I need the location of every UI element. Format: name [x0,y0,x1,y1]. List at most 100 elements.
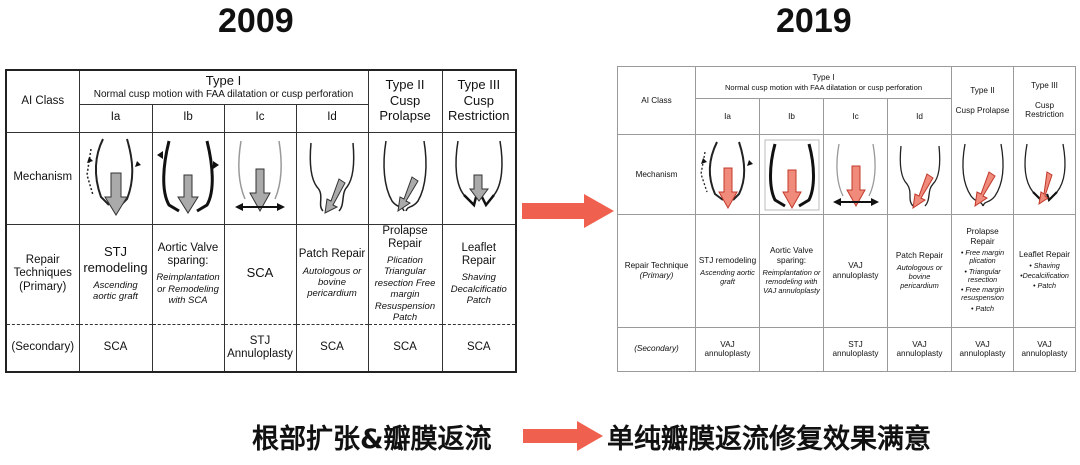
primary-type3-2019-list: • Shaving •Decalcification • Patch [1016,260,1073,291]
type1-header: Type I Normal cusp motion with FAA dilat… [78,69,369,105]
secondary-ib-2019 [759,326,824,373]
primary-ib-2019-detail: Reimplantation or remodeling with VAJ an… [762,268,821,295]
primary-ib-2019-title: Aortic Valve sparing: [769,246,814,266]
type1-title: Type I [205,72,242,88]
year-2009-label: 2009 [218,2,294,40]
primary-type2-2019: Prolapse Repair • Free margin plication … [951,214,1014,328]
primary-type3-title: Leaflet Repair [461,241,497,267]
subtype-ic: Ic [223,103,297,133]
primary-ia-2019-detail: Ascending aortic graft [700,267,755,286]
list-item: • Free margin resuspension [960,285,1005,303]
type3-title-2019: Type III [1031,80,1058,90]
classification-table-2019: AI Class Type I Normal cusp motion with … [617,65,1076,373]
primary-type2-detail: Plication Triangular resection Free marg… [374,255,436,323]
caption-left: 根部扩张&瓣膜返流 [252,424,492,455]
secondary-type3: SCA [441,323,517,373]
mechanism-ia-diagram [85,138,141,216]
primary-ia-detail: Ascending aortic graft [93,279,138,303]
primary-ib-detail: Reimplantation or Remodeling with SCA [156,272,220,306]
type1-title-2019: Type I [812,73,835,83]
primary-ib-2019: Aortic Valve sparing:Reimplantation or r… [759,214,824,328]
mechanism-ib-diagram [157,140,219,214]
primary-id-detail: Autologous or bovine pericardium [302,265,362,300]
primary-ia-title: STJ remodeling [83,244,148,275]
mechanism-ic-2019-diagram [832,143,879,207]
repair-label: Repair Techniques (Primary) [5,223,80,325]
mechanism-ia-2019-diagram [699,141,753,209]
primary-ic-2019: VAJ annuloplasty [823,214,888,328]
secondary-label: (Secondary) [5,323,80,373]
repair-label-2019: Repair Technique (Primary) [617,214,696,328]
subtype-ia-2019: Ia [695,98,760,136]
list-item: •Decalcification [1020,270,1069,280]
primary-id-2019-detail: Autologous or bovine pericardium [896,263,943,290]
primary-type3-detail: Shaving Decalcificatio Patch [450,272,507,306]
year-2019-label: 2019 [776,2,852,40]
mechanism-type3-diagram [455,140,503,208]
primary-type2-2019-list: • Free margin plication • Triangular res… [954,247,1011,313]
type3-title: Type III [457,77,501,93]
caption-arrow-icon [523,421,603,451]
mechanism-label-2019: Mechanism [617,134,696,216]
subtype-ib: Ib [151,103,225,133]
ai-class-header: AI Class [5,69,80,133]
secondary-id-2019: VAJ annuloplasty [887,326,952,373]
primary-id-2019-title: Patch Repair [895,251,944,261]
mechanism-ic-diagram [235,140,285,213]
type3-header: Type III Cusp Restriction [441,69,517,133]
secondary-ia-2019: VAJ annuloplasty [695,326,760,373]
type2-title: Type II [385,77,425,93]
primary-ic-2019-title: VAJ annuloplasty [832,261,879,281]
repair-label-2019-sub: (Primary) [639,271,674,281]
primary-ic: SCA [223,223,297,325]
mechanism-ib-2019-diagram [764,139,819,211]
secondary-type3-2019: VAJ annuloplasty [1013,326,1076,373]
primary-type2-2019-title: Prolapse Repair [966,227,999,247]
mechanism-id-2019 [887,134,952,216]
mechanism-ib-2019 [759,134,824,216]
primary-ic-title: SCA [246,265,274,281]
primary-type2-title: Prolapse Repair [382,224,428,250]
list-item: • Shaving [1029,260,1060,270]
mechanism-label: Mechanism [5,131,80,225]
list-item: • Triangular resection [964,266,1001,284]
secondary-ia: SCA [78,323,153,373]
type3-header-2019: Type III Cusp Restriction [1013,65,1076,136]
subtype-id: Id [295,103,369,133]
mechanism-ic [223,131,297,225]
mechanism-type3-2019 [1013,134,1076,216]
list-item: • Patch [971,303,994,313]
secondary-id: SCA [295,323,369,373]
caption-right: 单纯瓣膜返流修复效果满意 [607,424,931,455]
secondary-ic: STJ Annuloplasty [223,323,297,373]
type1-header-2019: Type I Normal cusp motion with FAA dilat… [695,65,952,100]
mechanism-id-2019-diagram [899,145,940,209]
mechanism-type3 [441,131,517,225]
ai-class-header-2019: AI Class [617,65,696,136]
subtype-ic-2019: Ic [823,98,888,136]
type1-subtitle: Normal cusp motion with FAA dilatation o… [93,89,354,101]
subtype-ib-2019: Ib [759,98,824,136]
mechanism-type2 [367,131,443,225]
type2-subtitle: Cusp Prolapse [379,92,431,123]
mechanism-type2-diagram [383,140,427,213]
mechanism-id [295,131,369,225]
secondary-type2-2019: VAJ annuloplasty [951,326,1014,373]
subtype-id-2019: Id [887,98,952,136]
transition-arrow-icon [522,194,614,228]
primary-type3-2019: Leaflet Repair • Shaving •Decalcificatio… [1013,214,1076,328]
type2-header: Type II Cusp Prolapse [367,69,443,133]
type3-subtitle-2019: Cusp Restriction [1025,100,1064,120]
list-item: • Free margin plication [960,247,1005,266]
mechanism-type2-2019-diagram [961,143,1004,207]
mechanism-ia [78,131,153,225]
primary-ib: Aortic Valve sparing:Reimplantation or R… [151,223,225,325]
type1-subtitle-2019: Normal cusp motion with FAA dilatation o… [724,82,923,92]
primary-type3-2019-title: Leaflet Repair [1019,249,1070,259]
type2-subtitle-2019: Cusp Prolapse [955,105,1010,115]
